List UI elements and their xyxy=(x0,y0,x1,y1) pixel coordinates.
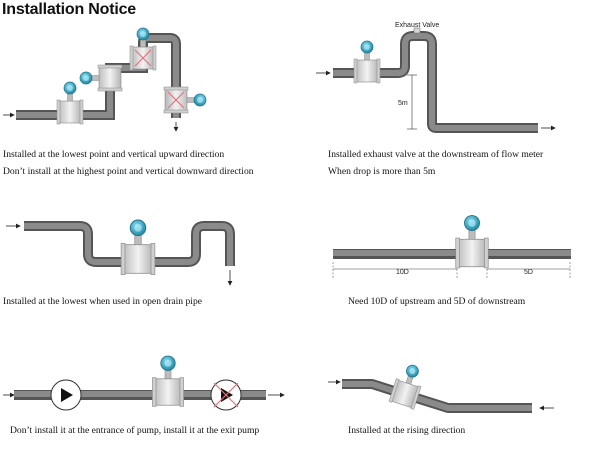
flow-meter-icon xyxy=(353,40,381,84)
exhaust-valve-icon xyxy=(413,27,421,34)
flow-meter-icon xyxy=(120,219,156,276)
drop-label: 5m xyxy=(398,100,408,107)
caption-panel-1: Installed at the lowest point and vertic… xyxy=(3,149,254,177)
caption-panel-3: Installed at the lowest when used in ope… xyxy=(3,296,203,307)
diagram-straight-pipe-run: 10D 5D xyxy=(332,214,571,278)
diagram-open-drain xyxy=(6,219,235,286)
cross-mark-icon xyxy=(213,382,239,408)
pump-icon xyxy=(50,379,82,411)
diagram-rising-direction xyxy=(328,360,554,413)
page-title: Installation Notice xyxy=(2,1,136,18)
flow-meter-icon xyxy=(56,81,84,125)
diagram-lowest-point xyxy=(3,27,207,132)
cross-mark-icon xyxy=(134,49,152,67)
diagram-pump xyxy=(3,355,285,411)
diagram-exhaust-valve: Exhaust Valve 5m xyxy=(316,22,556,133)
cross-mark-icon xyxy=(167,91,185,109)
caption-panel-2: Installed exhaust valve at the downstrea… xyxy=(328,149,544,177)
flow-meter-icon xyxy=(79,64,123,92)
caption-panel-5: Don’t install it at the entrance of pump… xyxy=(10,425,260,436)
flow-meter-bad-icon xyxy=(163,86,207,114)
exhaust-valve-label: Exhaust Valve xyxy=(395,22,439,29)
downstream-label: 5D xyxy=(524,269,533,276)
caption-panel-4: Need 10D of upstream and 5D of downstrea… xyxy=(348,296,526,307)
flow-meter-icon xyxy=(455,214,489,269)
flow-meter-icon xyxy=(151,355,185,407)
upstream-label: 10D xyxy=(396,269,409,276)
caption-panel-6: Installed at the rising direction xyxy=(348,425,466,436)
pump-icon xyxy=(210,379,242,411)
